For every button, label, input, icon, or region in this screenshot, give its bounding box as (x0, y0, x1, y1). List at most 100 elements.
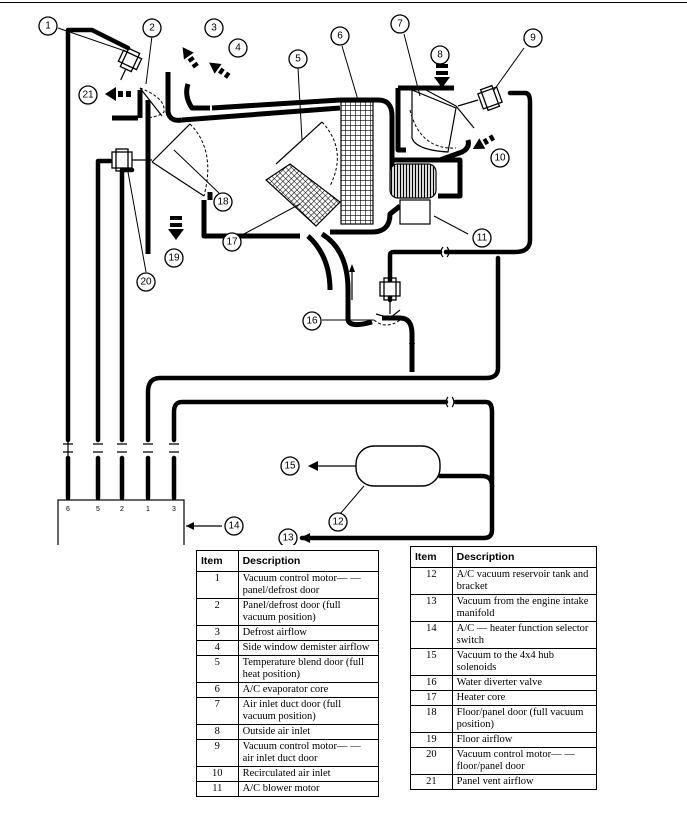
svg-text:2: 2 (149, 23, 155, 34)
callout-5: 5 (288, 49, 308, 69)
heater-core (265, 163, 341, 227)
legend-item-description: Water diverter valve (451, 675, 598, 691)
callout-4: 4 (228, 38, 248, 58)
evaporator-core (340, 101, 374, 225)
switch-port-label: 2 (120, 506, 124, 513)
callout-8: 8 (430, 45, 450, 65)
callout-19: 19 (164, 248, 184, 268)
legend-item-description: Vacuum control motor— — panel/defrost do… (237, 571, 380, 599)
svg-text:7: 7 (397, 19, 403, 30)
callout-20: 20 (136, 272, 156, 292)
legend-item-description: Floor/panel door (full vacuum position) (451, 705, 598, 733)
svg-text:11: 11 (477, 233, 488, 244)
legend-item-number: 10 (196, 766, 239, 782)
callout-14: 14 (224, 516, 244, 536)
svg-text:17: 17 (226, 237, 238, 248)
legend-item-number: 7 (196, 697, 239, 725)
legend-item-number: 8 (196, 724, 239, 740)
svg-text:12: 12 (332, 517, 344, 528)
svg-text:20: 20 (140, 277, 152, 288)
legend-item-number: 2 (196, 598, 239, 626)
airflow-arrows (105, 47, 496, 362)
legend-item-description: A/C vacuum reservoir tank and bracket (451, 567, 598, 595)
callout-10: 10 (490, 148, 510, 168)
vacuum-hoses (65, 27, 533, 541)
svg-text:18: 18 (217, 197, 229, 208)
legend-item-description: Floor airflow (451, 732, 598, 748)
legend-item-description: Vacuum to the 4x4 hub solenoids (451, 648, 598, 676)
legend-item-description: A/C blower motor (237, 781, 380, 797)
vacuum-reservoir-tank (308, 445, 441, 487)
legend-item-description: Heater core (451, 690, 598, 706)
svg-text:8: 8 (437, 50, 443, 61)
svg-text:3: 3 (211, 23, 217, 34)
switch-port-label: 6 (66, 506, 70, 513)
legend-item-description: A/C evaporator core (237, 682, 380, 698)
switch-port-label: 5 (96, 506, 100, 513)
legend-item-number: 19 (410, 732, 453, 748)
legend-item-number: 16 (410, 675, 453, 691)
legend-item-number: 9 (196, 739, 239, 767)
legend-header-description: Description (237, 550, 380, 572)
leader-lines (57, 27, 525, 515)
legend-item-number: 21 (410, 774, 453, 790)
callout-17: 17 (222, 232, 242, 252)
switch-port-label: 3 (172, 506, 176, 513)
vacuum-motors (111, 47, 503, 326)
legend-item-description: Panel vent airflow (451, 774, 598, 790)
legend-item-number: 18 (410, 705, 453, 733)
callout-3: 3 (204, 18, 224, 38)
legend-item-description: Air inlet duct door (full vacuum positio… (237, 697, 380, 725)
legend-item-description: Panel/defrost door (full vacuum position… (237, 598, 380, 626)
svg-text:15: 15 (284, 461, 296, 472)
callout-12: 12 (328, 512, 348, 532)
legend-header-description: Description (451, 546, 598, 568)
svg-text:1: 1 (45, 21, 51, 32)
svg-text:6: 6 (337, 31, 343, 42)
callout-16: 16 (302, 311, 322, 331)
legend-item-number: 17 (410, 690, 453, 706)
svg-text:19: 19 (168, 253, 180, 264)
blower-motor (389, 163, 437, 225)
doors (139, 87, 475, 197)
legend-header-row: Item Description (196, 550, 380, 572)
legend-item-description: Outside air inlet (237, 724, 380, 740)
svg-text:21: 21 (82, 90, 94, 101)
vacuum-system-diagram: 6 5 2 1 3 (38, 14, 543, 545)
legend-item-number: 6 (196, 682, 239, 698)
svg-text:4: 4 (235, 43, 241, 54)
legend-item-number: 4 (196, 640, 239, 656)
switch-port-label: 1 (146, 506, 150, 513)
legend-item-description: Vacuum from the engine intake manifold (451, 594, 598, 622)
svg-text:9: 9 (530, 33, 536, 44)
legend-item-number: 20 (410, 747, 453, 775)
legend-item-description: Vacuum control motor— — air inlet duct d… (237, 739, 380, 767)
callout-21: 21 (78, 85, 98, 105)
callouts: 1 2 3 4 5 6 7 8 9 10 11 12 13 14 15 16 1… (38, 14, 543, 545)
legend-item-number: 3 (196, 625, 239, 641)
callout-1: 1 (38, 16, 58, 36)
legend-item-number: 13 (410, 594, 453, 622)
callout-7: 7 (390, 14, 410, 34)
legend-item-number: 5 (196, 655, 239, 683)
svg-text:5: 5 (295, 54, 301, 65)
legend-item-description: Temperature blend door (full heat positi… (237, 655, 380, 683)
